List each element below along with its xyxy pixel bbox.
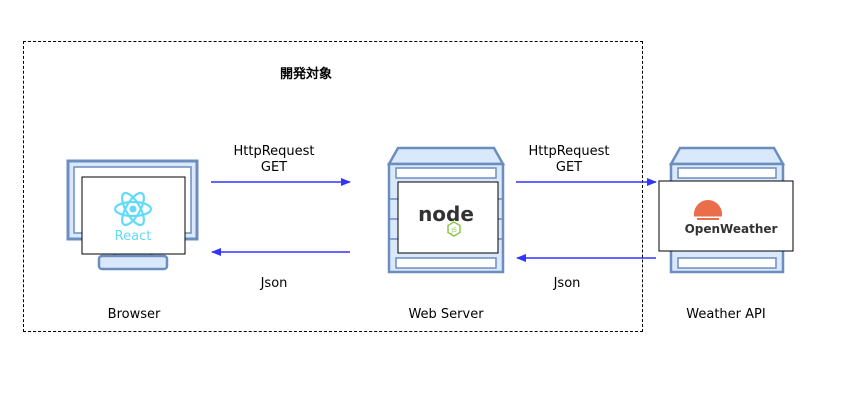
request-label-browser-server: HttpRequest GET: [214, 144, 334, 176]
react-logo-card: React: [81, 176, 186, 255]
request-method-line2: GET: [555, 160, 583, 175]
react-atom-icon: [113, 191, 153, 227]
request-method-line1: HttpRequest: [233, 144, 315, 159]
request-method-line2: GET: [260, 160, 288, 175]
development-scope-box: [23, 41, 643, 332]
browser-label: Browser: [107, 307, 161, 322]
node-logo-card: node JS: [397, 181, 499, 254]
request-label-server-api: HttpRequest GET: [509, 144, 629, 176]
request-method-line1: HttpRequest: [528, 144, 610, 159]
web-server-label: Web Server: [408, 307, 484, 322]
weather-api-label: Weather API: [686, 307, 766, 322]
scope-label: 開発対象: [280, 67, 333, 82]
node-logo-text: node: [418, 202, 474, 226]
svg-text:JS: JS: [450, 227, 457, 234]
response-label-json-api: Json: [553, 276, 581, 291]
react-logo-text: React: [115, 229, 152, 244]
openweather-logo-text: OpenWeather: [685, 222, 778, 236]
openweather-logo-card: OpenWeather: [658, 180, 794, 252]
openweather-sun-icon: [694, 200, 722, 220]
response-label-json-browser: Json: [260, 276, 288, 291]
node-js-hexagon-icon: [447, 221, 461, 237]
